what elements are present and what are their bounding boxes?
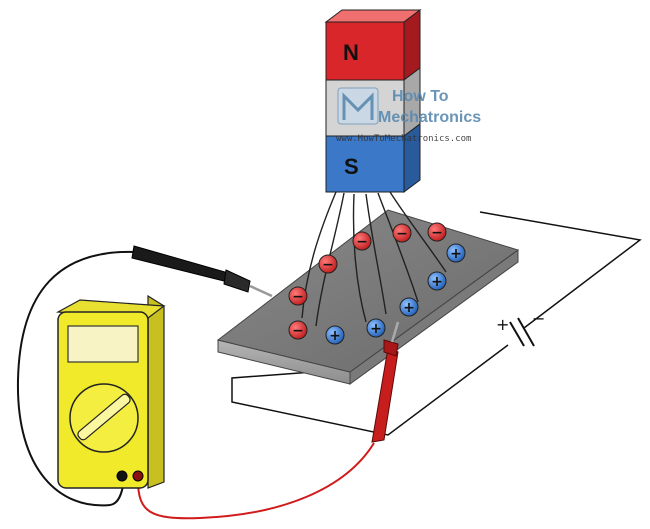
negative-charge: − — [288, 286, 308, 306]
watermark-url: www.HowToMechatronics.com — [336, 134, 471, 144]
svg-text:+: + — [403, 300, 415, 316]
black-lead-wire — [16, 250, 135, 507]
negative-charge: − — [392, 223, 412, 243]
circuit-wire-front — [231, 344, 509, 436]
positive-charge: + — [325, 325, 345, 345]
svg-text:+: + — [431, 274, 443, 290]
battery-minus-sign: − — [532, 309, 545, 328]
battery-symbol: + − — [496, 309, 545, 347]
positive-charge: + — [446, 243, 466, 263]
black-probe — [131, 245, 273, 298]
svg-text:+: + — [450, 246, 462, 262]
svg-text:−: − — [292, 323, 304, 339]
multimeter-side — [147, 294, 165, 489]
positive-charge: + — [427, 271, 447, 291]
multimeter — [55, 294, 166, 489]
svg-text:−: − — [292, 289, 304, 305]
magnet-south-side — [403, 123, 421, 193]
multimeter-dial-knob[interactable] — [76, 393, 131, 442]
negative-charge: − — [427, 222, 447, 242]
svg-text:−: − — [322, 257, 334, 273]
svg-text:−: − — [396, 226, 408, 242]
negative-charge: − — [352, 231, 372, 251]
magnet-north-pole — [325, 21, 405, 81]
red-probe — [371, 321, 400, 443]
com-jack[interactable] — [116, 470, 128, 482]
svg-text:−: − — [356, 234, 368, 250]
north-pole-label: N — [343, 40, 359, 65]
watermark-title-line1: How To — [392, 88, 449, 105]
red-lead-wire — [137, 442, 375, 520]
positive-charge: + — [399, 297, 419, 317]
circuit-wire-back — [479, 211, 642, 329]
battery-circuit: + − — [231, 211, 642, 436]
watermark-logo-icon — [337, 87, 379, 125]
positive-charge: + — [366, 318, 386, 338]
negative-charge: − — [288, 320, 308, 340]
svg-text:+: + — [370, 321, 382, 337]
v-jack[interactable] — [132, 470, 144, 482]
negative-charge: − — [318, 254, 338, 274]
svg-text:−: − — [431, 225, 443, 241]
svg-text:+: + — [329, 328, 341, 344]
south-pole-label: S — [344, 154, 359, 179]
watermark-title-line2: Mechatronics — [378, 109, 481, 126]
charges: − − − − − − + + + + + — [288, 222, 466, 345]
magnet-south-pole — [325, 135, 405, 193]
multimeter-screen — [67, 325, 139, 363]
watermark: How To Mechatronics www.HowToMechatronic… — [336, 87, 481, 144]
battery-plus-sign: + — [496, 315, 509, 334]
